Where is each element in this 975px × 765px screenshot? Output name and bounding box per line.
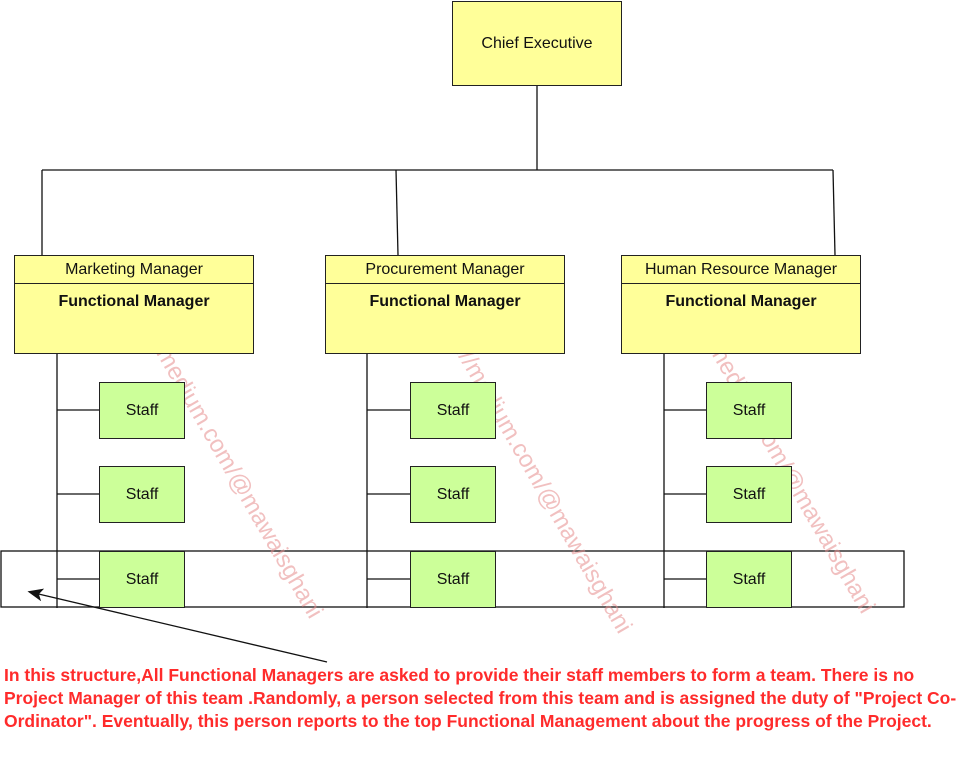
manager-role: Functional Manager (58, 293, 210, 310)
manager-title: Procurement Manager (326, 256, 564, 284)
chief-executive-label: Chief Executive (481, 34, 593, 52)
manager-title: Marketing Manager (15, 256, 253, 284)
explanation-note: In this structure,All Functional Manager… (4, 665, 957, 731)
manager-box-hr: Human Resource Manager Functional Manage… (621, 255, 861, 354)
manager-role: Functional Manager (665, 293, 817, 310)
branch-line-hr (832, 169, 836, 256)
staff-box: Staff (99, 382, 185, 439)
staff-box: Staff (410, 382, 496, 439)
chief-executive-box: Chief Executive (452, 1, 622, 86)
callout-arrow (27, 588, 328, 663)
staff-box: Staff (99, 466, 185, 523)
staff-box: Staff (706, 466, 792, 523)
staff-box: Staff (99, 551, 185, 608)
manager-box-procurement: Procurement Manager Functional Manager (325, 255, 565, 354)
branch-line-procurement (395, 169, 399, 256)
manager-box-marketing: Marketing Manager Functional Manager (14, 255, 254, 354)
manager-role: Functional Manager (369, 293, 521, 310)
staff-box: Staff (706, 551, 792, 608)
manager-title: Human Resource Manager (622, 256, 860, 284)
staff-box: Staff (410, 551, 496, 608)
staff-box: Staff (410, 466, 496, 523)
staff-box: Staff (706, 382, 792, 439)
